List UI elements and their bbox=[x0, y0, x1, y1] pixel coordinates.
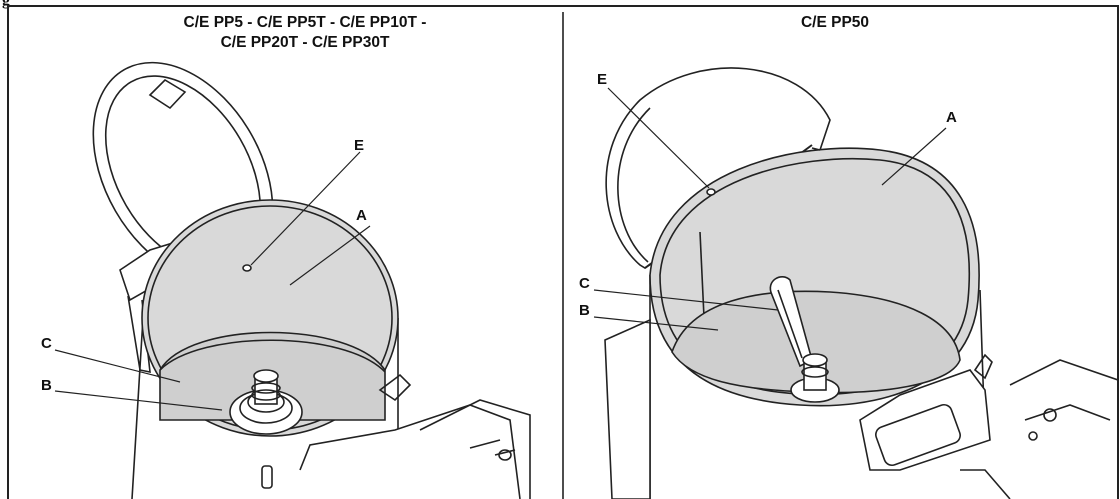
left-illustration bbox=[92, 61, 531, 499]
left-label-e: E bbox=[354, 137, 365, 154]
right-illustration bbox=[604, 67, 1119, 499]
left-panel-title-line2: C/E PP20T - C/E PP30T bbox=[220, 34, 390, 51]
right-leaders bbox=[593, 87, 947, 331]
right-label-e: E bbox=[597, 71, 608, 88]
right-label-c: C bbox=[579, 275, 590, 292]
left-label-c: C bbox=[41, 335, 52, 352]
left-label-a: A bbox=[356, 207, 367, 224]
left-bowl-side bbox=[131, 317, 399, 499]
left-lid-handle bbox=[148, 78, 187, 110]
left-leaders bbox=[54, 151, 371, 411]
right-label-a: A bbox=[946, 109, 957, 126]
right-bowl-bottom bbox=[671, 290, 961, 394]
left-label-b: B bbox=[41, 377, 52, 394]
right-label-b: B bbox=[579, 302, 590, 319]
left-panel-title-line1: C/E PP5 - C/E PP5T - C/E PP10T - bbox=[183, 14, 427, 31]
figure-tag: g bbox=[2, 0, 10, 9]
figure-border bbox=[7, 5, 1119, 499]
right-lid bbox=[605, 67, 831, 269]
right-panel-title: C/E PP50 bbox=[800, 14, 870, 31]
